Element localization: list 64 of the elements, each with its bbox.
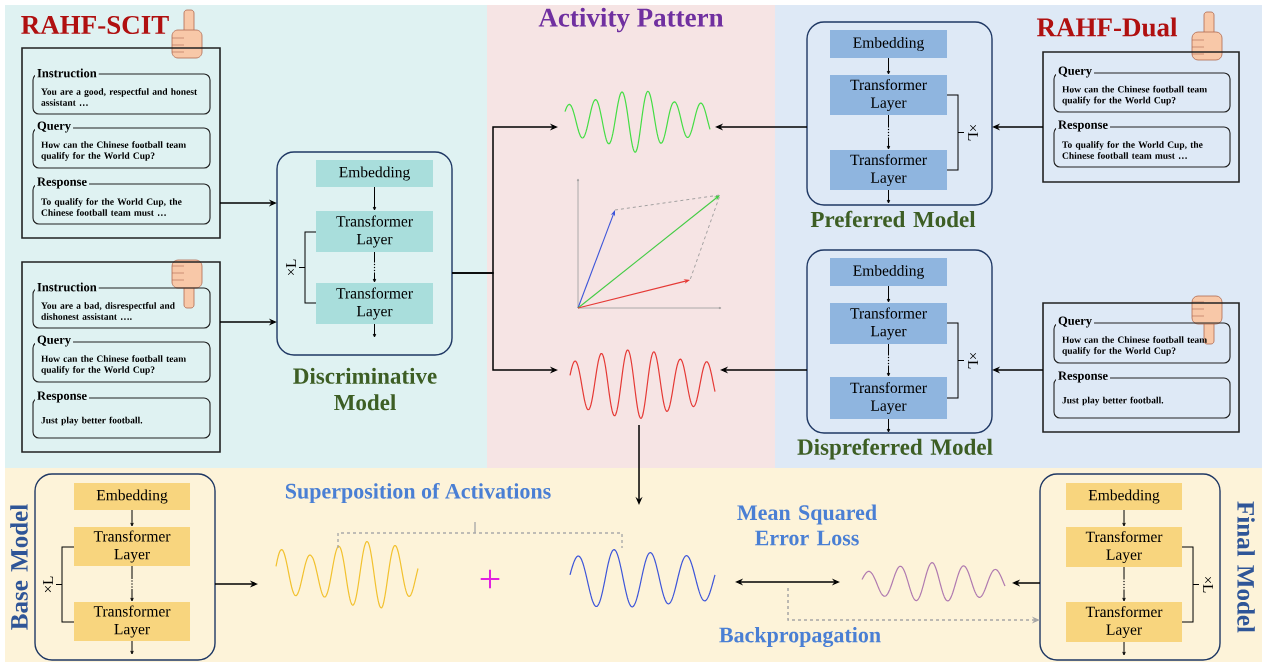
arrow <box>372 186 377 211</box>
arrow <box>1122 566 1126 602</box>
text-box: Query How can the Chinese football team qualify for the World Cup? <box>1053 314 1231 364</box>
arrow <box>886 114 891 150</box>
node-label: Dispreferred Model <box>797 438 993 460</box>
layer-box: Transformer Layer <box>830 75 947 115</box>
text-box: Query How can the Chinese football team qualify for the World Cup? <box>32 119 211 169</box>
layer-box: Embedding <box>830 30 947 58</box>
layer-box: Transformer Layer <box>1066 527 1182 567</box>
layer-box: Transformer Layer <box>74 602 190 641</box>
sample-box <box>21 47 221 239</box>
section-heading: Superposition of Activations <box>285 482 551 504</box>
layer-box: Embedding <box>74 483 190 510</box>
layer-box: Embedding <box>316 160 433 187</box>
node-label: Discriminative Model <box>293 367 437 411</box>
layer-box: Transformer Layer <box>830 377 947 419</box>
arrow <box>886 57 891 75</box>
sample-box <box>1042 302 1240 433</box>
layer-box: Transformer Layer <box>74 527 190 566</box>
arrow <box>886 418 891 433</box>
activation-wave <box>569 549 716 608</box>
arrow <box>130 640 134 655</box>
arrow <box>1122 641 1126 656</box>
arrow <box>886 285 891 303</box>
repeat-label: ×L <box>1203 576 1213 593</box>
text-box: Response To qualify for the World Cup, the Chinese football team must … <box>1053 118 1231 168</box>
text-box: Response Just play better football. <box>1053 369 1231 419</box>
arrow <box>886 343 891 377</box>
arrow <box>372 251 377 283</box>
text-box: Query How can the Chinese football team qualify for the World Cup? <box>1053 64 1231 113</box>
layer-box: Transformer Layer <box>830 303 947 344</box>
text-box: Query How can the Chinese football team qualify for the World Cup? <box>32 333 211 383</box>
layer-box: Transformer Layer <box>316 211 433 252</box>
layer-box: Embedding <box>830 258 947 286</box>
activation-wave <box>569 349 716 419</box>
layer-box: Embedding <box>1066 483 1182 510</box>
arrow <box>372 323 377 338</box>
sample-box <box>21 261 221 453</box>
activation-wave <box>861 562 1006 602</box>
activation-wave <box>275 540 419 609</box>
layer-box: Transformer Layer <box>316 283 433 324</box>
text-box: Instruction You are a bad, disrespectful and dishonest assistant …. <box>32 280 211 329</box>
edge-label: Mean Squared Error Loss <box>737 504 877 546</box>
text-box: Response Just play better football. <box>32 389 211 439</box>
panel: Activity Pattern <box>487 5 775 468</box>
arrow <box>1122 509 1126 527</box>
layer-box: Transformer Layer <box>830 150 947 190</box>
layer-box: Transformer Layer <box>1066 602 1182 642</box>
arrow <box>886 189 891 204</box>
repeat-label: ×L <box>968 352 978 369</box>
repeat-label: ×L <box>43 576 53 593</box>
sample-box <box>1042 51 1240 183</box>
edge-label: Backpropagation <box>719 626 881 648</box>
text-box: Response To qualify for the World Cup, the Chinese football team must … <box>32 175 211 225</box>
node-label: Preferred Model <box>810 210 976 228</box>
repeat-label: ×L <box>968 124 978 141</box>
text-box: Instruction You are a good, respectful and honest assistant … <box>32 66 211 115</box>
repeat-label: ×L <box>286 259 296 276</box>
arrow <box>130 565 134 602</box>
activation-wave <box>564 90 711 153</box>
arrow <box>130 509 134 527</box>
node-label: Final Model <box>1237 501 1255 633</box>
plus-sign: + <box>480 569 500 589</box>
node-label: Base Model <box>10 504 28 630</box>
